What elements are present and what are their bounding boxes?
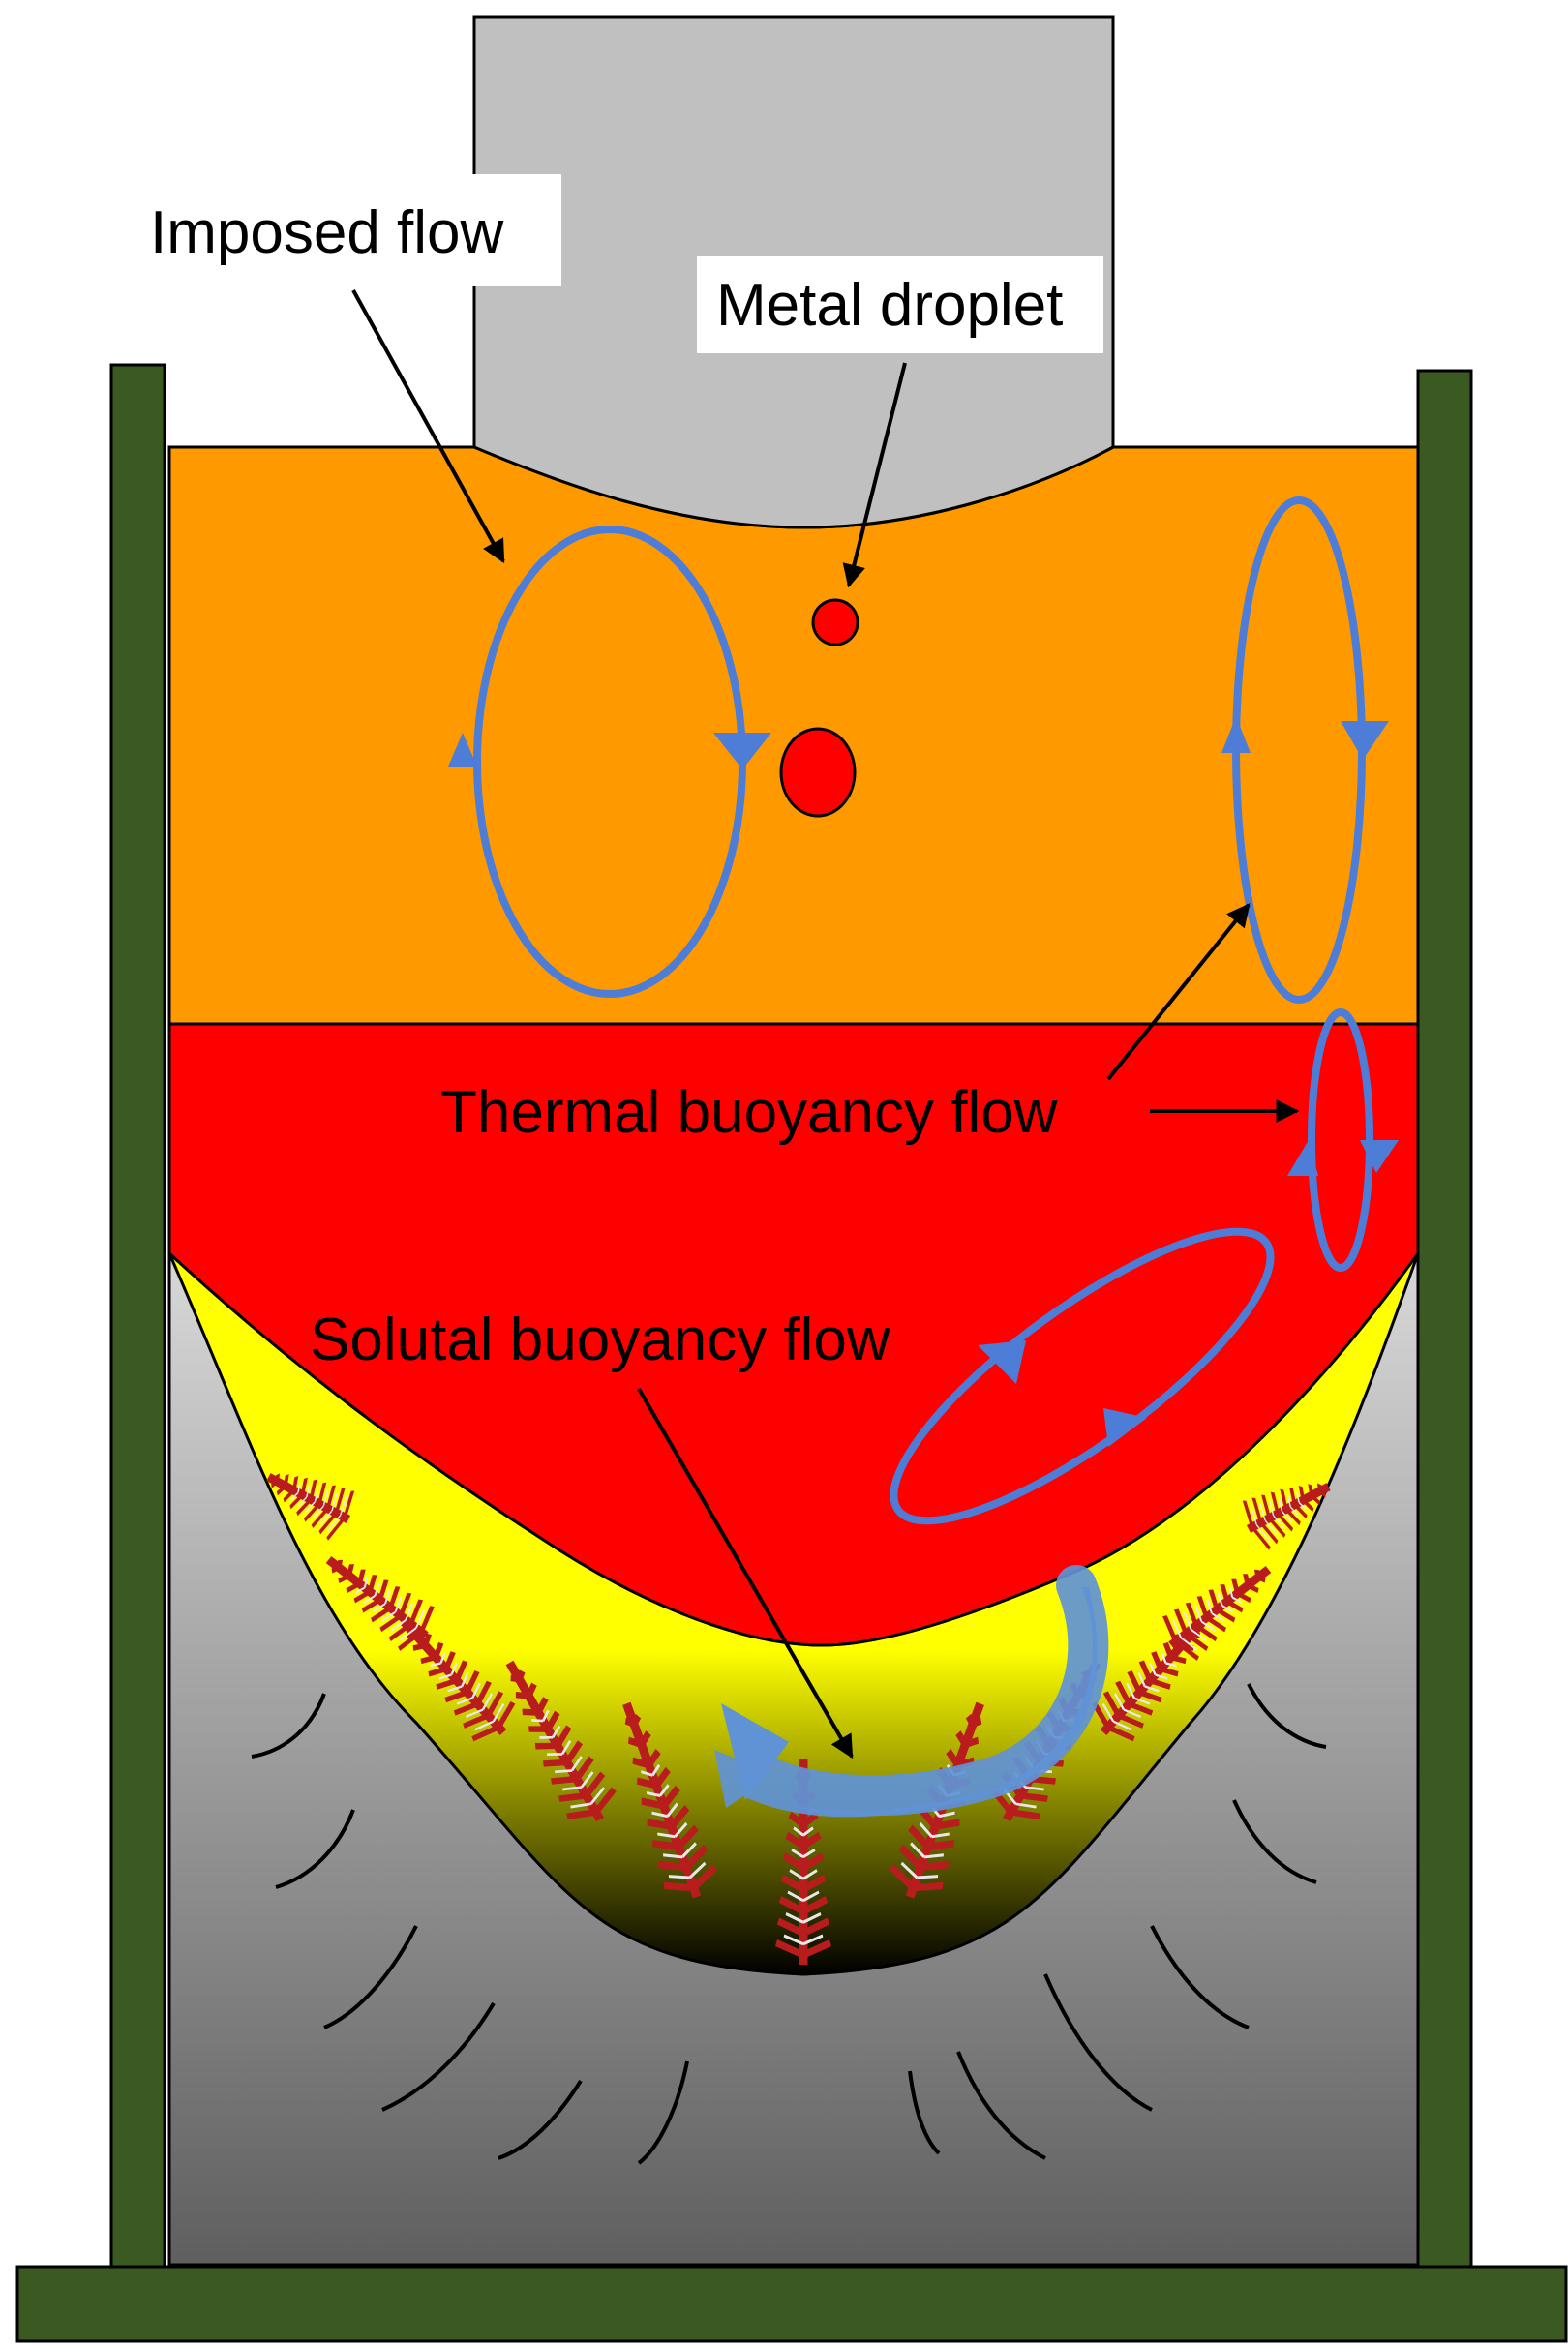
imposed-flow-leader	[351, 289, 505, 564]
thermal-buoyancy-flow-label: Thermal buoyancy flow	[440, 1079, 1058, 1146]
solidification-curves	[251, 1683, 1327, 2165]
solutal-flow-arrow	[714, 1587, 1098, 1818]
solutal-flow-arrowhead	[721, 1703, 789, 1800]
molten-metal-pool	[167, 1022, 1420, 1647]
metal-droplet-label: Metal droplet	[716, 272, 1063, 339]
metal-droplet-large	[779, 727, 857, 818]
metal-droplet-label-box	[697, 256, 1103, 353]
flow-arrowheads	[448, 716, 1399, 1447]
metal-droplet-leader	[842, 362, 907, 588]
solutal-flow-leader	[637, 1387, 854, 1759]
solutal-flow-arrow-band	[744, 1565, 1109, 1817]
mold-wall-left	[109, 363, 166, 2269]
mold-base	[15, 2265, 1568, 2343]
imposed-flow-label: Imposed flow	[150, 199, 504, 266]
solutal-buoyancy-flow-label: Solutal buoyancy flow	[310, 1307, 890, 1373]
mold-wall-right	[1416, 369, 1473, 2270]
metal-droplet-small	[811, 598, 859, 646]
leader-arrows	[351, 289, 1300, 1759]
imposed-flow-label-box	[136, 174, 561, 286]
thermal-flow-leader-up	[1106, 903, 1251, 1081]
